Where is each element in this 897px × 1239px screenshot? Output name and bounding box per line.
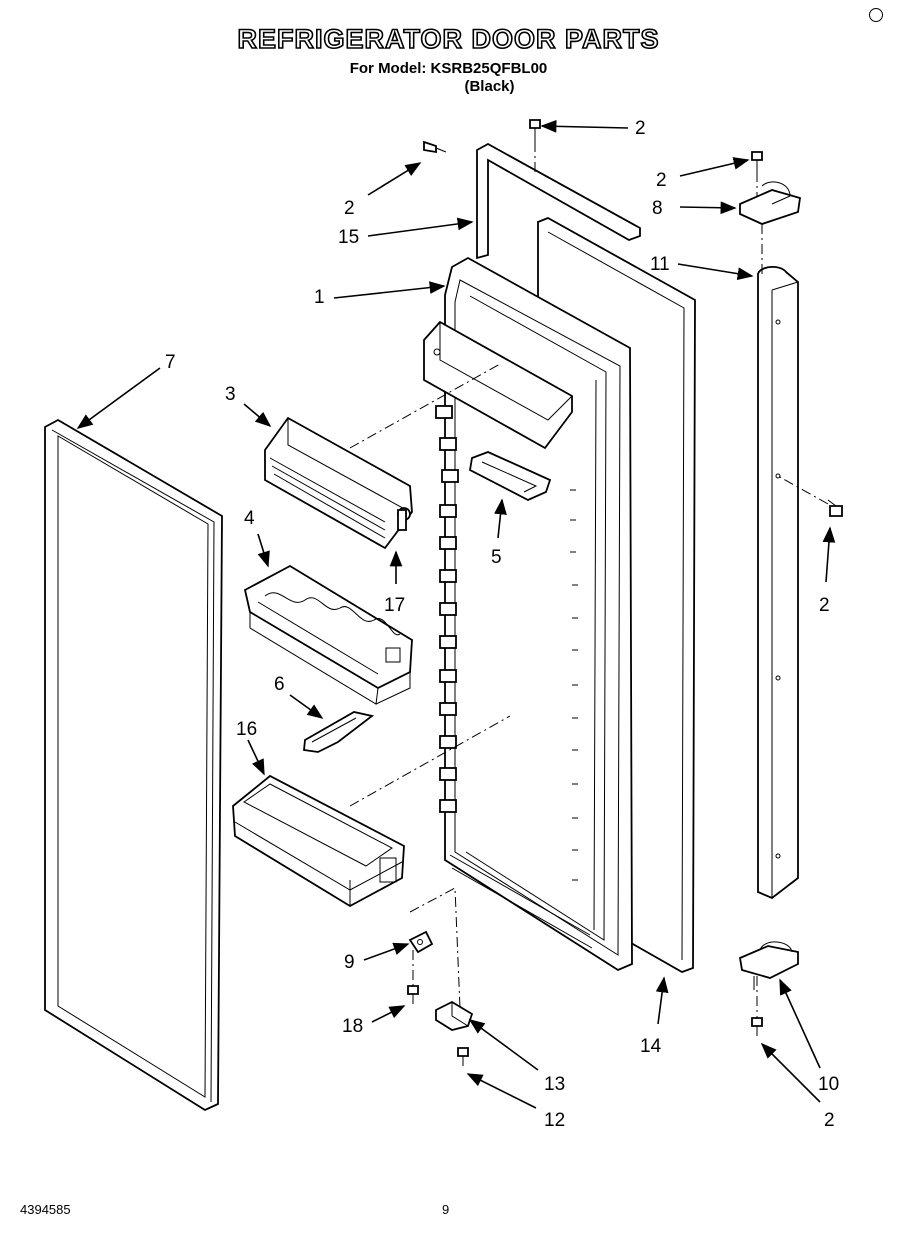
side-trim-part <box>757 266 799 900</box>
callout-8: 8 <box>652 198 663 219</box>
callout-1: 1 <box>314 287 325 308</box>
egg-tray-part <box>243 564 413 705</box>
assembly-lines <box>349 142 829 1018</box>
top-trim-part <box>476 142 641 260</box>
callout-4: 4 <box>244 508 255 529</box>
liner-shelf-tabs <box>435 405 459 813</box>
callout-7: 7 <box>165 352 176 373</box>
callout-13: 13 <box>544 1074 565 1095</box>
leader-arrows <box>76 119 836 1109</box>
callout-3: 3 <box>225 384 236 405</box>
callout-2e: 2 <box>824 1110 835 1131</box>
model-line: For Model: KSRB25QFBL00 <box>349 60 548 77</box>
callout-18: 18 <box>342 1016 363 1037</box>
callout-2d: 2 <box>819 595 830 616</box>
callout-2c: 2 <box>656 170 667 191</box>
corner-mark <box>869 8 883 22</box>
door-bin-part <box>232 774 405 908</box>
document-number: 4394585 <box>20 1202 71 1217</box>
door-stop-part <box>435 1000 474 1031</box>
door-liner-part <box>423 256 633 972</box>
callout-9: 9 <box>344 952 355 973</box>
bottom-hinge-part <box>738 941 799 990</box>
dairy-door-part <box>264 416 413 550</box>
clip-part <box>303 711 375 753</box>
hinge-bushing-part <box>408 930 434 954</box>
screw-parts <box>397 119 843 1066</box>
callout-labels: 2 2 2 8 15 11 1 7 3 4 5 17 2 6 16 9 18 1… <box>165 118 839 1131</box>
callout-11: 11 <box>650 254 670 275</box>
small-tray-part <box>469 451 552 501</box>
page-title: REFRIGERATOR DOOR PARTS <box>237 23 660 55</box>
color-line: (Black) <box>464 78 515 95</box>
top-hinge-part <box>739 181 802 234</box>
callout-16: 16 <box>236 719 257 740</box>
callout-2b: 2 <box>344 198 355 219</box>
callout-2a: 2 <box>635 118 646 139</box>
callout-6: 6 <box>274 674 285 695</box>
page-number: 9 <box>442 1202 450 1217</box>
callout-5: 5 <box>491 547 502 568</box>
door-gasket-part <box>44 418 223 1112</box>
callout-17: 17 <box>384 595 405 616</box>
callout-10: 10 <box>818 1074 839 1095</box>
callout-15: 15 <box>338 227 359 248</box>
callout-12: 12 <box>544 1110 565 1131</box>
callout-14: 14 <box>640 1036 662 1057</box>
